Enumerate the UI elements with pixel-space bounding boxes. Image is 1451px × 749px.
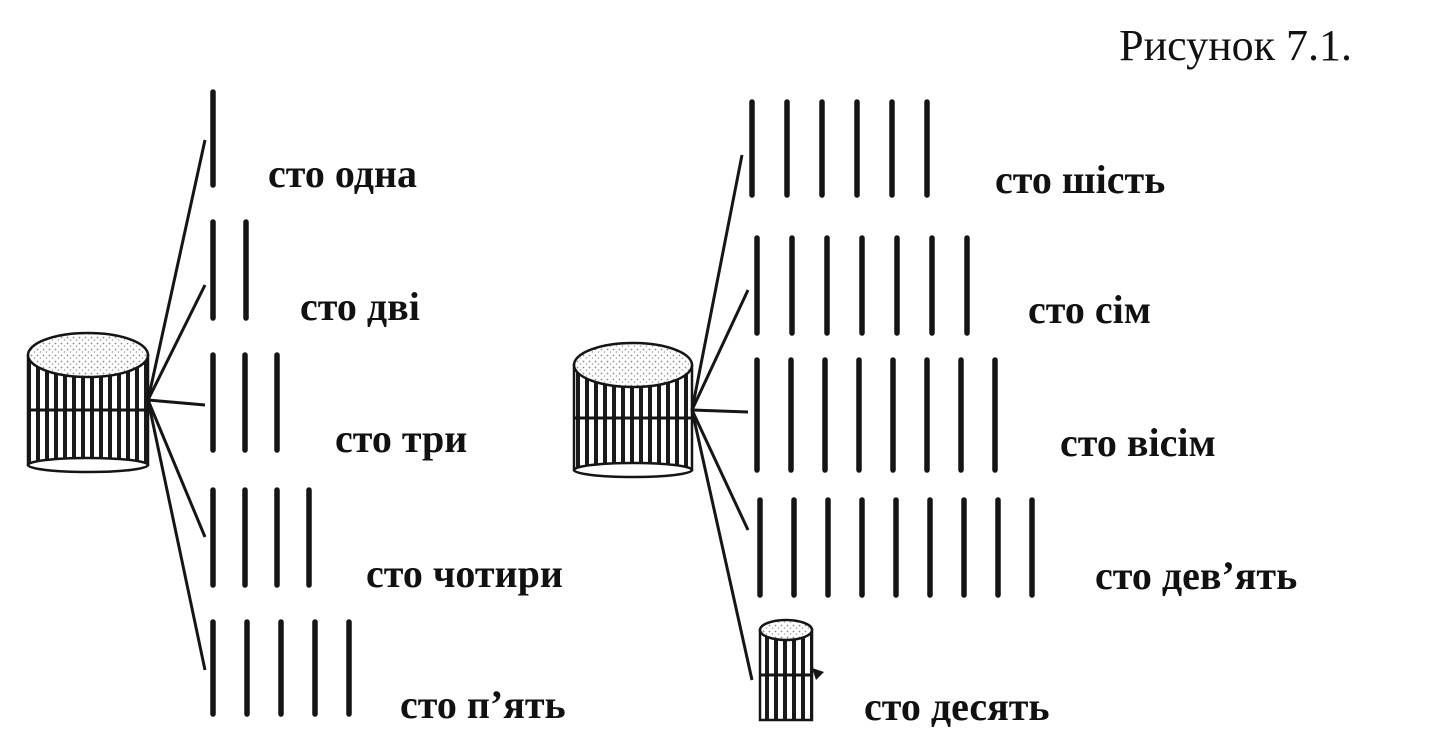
row-label: сто вісім xyxy=(1060,420,1216,465)
right-connectors xyxy=(690,154,754,681)
right-row: сто дев’ять xyxy=(757,497,1297,598)
row-label: сто одна xyxy=(268,151,417,196)
connector-line xyxy=(690,154,744,411)
connector-line xyxy=(147,398,206,407)
row-label: сто дев’ять xyxy=(1095,553,1297,598)
left-row: сто одна xyxy=(210,89,417,196)
connector-line xyxy=(690,409,750,531)
left-row: сто три xyxy=(210,352,467,461)
right-row: сто шість xyxy=(749,99,1165,202)
connector-line xyxy=(146,399,207,671)
row-label: сто сім xyxy=(1028,287,1151,332)
connector-line xyxy=(146,139,207,401)
row-label-ten: сто десять xyxy=(864,684,1050,729)
row-label: сто три xyxy=(335,416,467,461)
figure-caption: Рисунок 7.1. xyxy=(1119,21,1352,70)
row-label: сто дві xyxy=(300,284,420,329)
left-row: сто п’ять xyxy=(210,619,566,727)
right-rows: сто шість сто сім сто вісім сто дев’ять сто … xyxy=(749,99,1297,729)
row-label: сто п’ять xyxy=(400,682,566,727)
hundred-bundle-right xyxy=(572,341,694,479)
ten-bundle xyxy=(758,618,824,722)
connector-line xyxy=(691,408,749,414)
hundred-bundle-left xyxy=(26,331,150,474)
connector-line xyxy=(690,409,754,681)
right-row: сто вісім xyxy=(754,357,1216,473)
connector-line xyxy=(146,399,207,538)
connector-line xyxy=(146,284,207,401)
right-row: сто сім xyxy=(754,235,1151,336)
left-row: сто дві xyxy=(210,219,420,329)
connector-line xyxy=(690,289,750,411)
left-row: сто чотири xyxy=(210,487,563,596)
row-label: сто чотири xyxy=(366,551,563,596)
left-connectors xyxy=(146,139,207,671)
row-label: сто шість xyxy=(995,157,1165,202)
left-rows: сто одна сто дві сто три сто чотири сто п’ят… xyxy=(210,89,566,727)
